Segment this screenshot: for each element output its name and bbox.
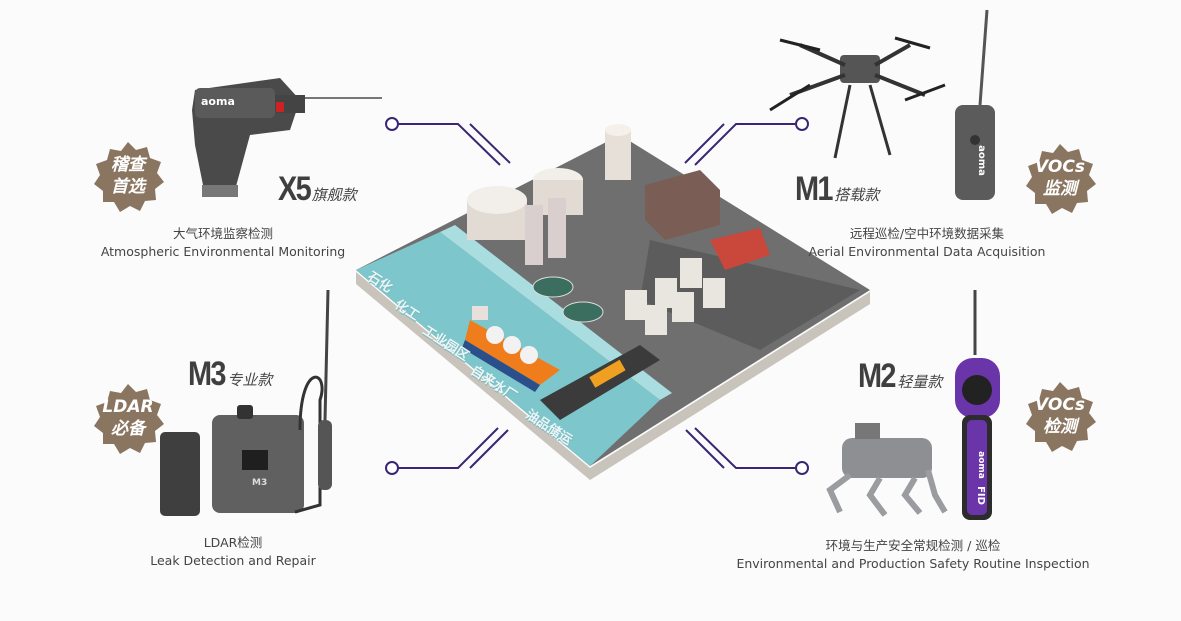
caption-en: Environmental and Production Safety Rout… <box>736 556 1090 571</box>
model-code: M2 <box>858 357 896 395</box>
caption-en: Aerial Environmental Data Acquisition <box>808 244 1046 259</box>
device-m3-case <box>160 289 332 516</box>
badge-line: 稽查 <box>111 155 145 175</box>
caption-cn: 远程巡检/空中环境数据采集 <box>849 226 1005 241</box>
industrial-platform <box>356 124 870 480</box>
connector-node-x5 <box>385 117 399 131</box>
caption-cn: 大气环境监察检测 <box>172 226 273 241</box>
badge-line: VOCs <box>1035 157 1085 177</box>
model-code: X5 <box>278 170 312 208</box>
badge-line: 必备 <box>111 419 145 439</box>
connector-lines <box>385 117 809 475</box>
badge-line: 检测 <box>1043 417 1077 437</box>
starburst-badge-icon <box>94 384 164 454</box>
device-brand-m2: aoma <box>975 451 986 479</box>
device-m2-robot-dog <box>826 423 948 517</box>
caption-cn: LDAR检测 <box>203 535 263 550</box>
device-label-m3: M3 <box>252 478 268 488</box>
model-tier: 搭载款 <box>834 186 880 204</box>
starburst-badge-icon <box>1026 144 1096 214</box>
device-brand-x5: aoma <box>201 95 235 108</box>
starburst-badge-icon <box>94 142 164 212</box>
device-m1-sensor <box>955 9 995 200</box>
caption-x5: 大气环境监察检测 Atmospheric Environmental Monito… <box>101 225 345 261</box>
model-code: M1 <box>795 170 833 208</box>
connector-node-m1 <box>795 117 809 131</box>
connector-node-m3 <box>385 461 399 475</box>
model-tier: 轻量款 <box>897 373 943 391</box>
badge-line: VOCs <box>1035 395 1085 415</box>
model-code: M3 <box>188 355 226 393</box>
caption-en: Atmospheric Environmental Monitoring <box>100 244 346 259</box>
caption-m1: 远程巡检/空中环境数据采集 Aerial Environmental Data A… <box>809 225 1046 261</box>
connector-node-m2 <box>795 461 809 475</box>
device-m1-drone <box>769 36 946 159</box>
badge-line: LDAR <box>102 397 154 417</box>
badge-line: 监测 <box>1043 179 1077 199</box>
starburst-badge-icon <box>1026 382 1096 452</box>
model-tier: 旗舰款 <box>311 186 357 204</box>
ship <box>462 306 560 392</box>
device-m2-fid <box>955 290 1000 520</box>
device-label-m2: FID <box>974 486 986 505</box>
device-x5-gun <box>192 78 382 197</box>
badge-line: 首选 <box>111 177 145 197</box>
badge-x5: 稽查首选 <box>90 140 166 216</box>
model-tier: 专业款 <box>227 371 273 389</box>
caption-en: Leak Detection and Repair <box>150 553 316 568</box>
caption-m3: LDAR检测 Leak Detection and Repair <box>150 534 316 570</box>
device-brand-m1: aoma <box>975 145 987 176</box>
caption-cn: 环境与生产安全常规检测 / 巡检 <box>825 538 1001 553</box>
caption-m2: 环境与生产安全常规检测 / 巡检 Environmental and Produc… <box>736 537 1089 573</box>
